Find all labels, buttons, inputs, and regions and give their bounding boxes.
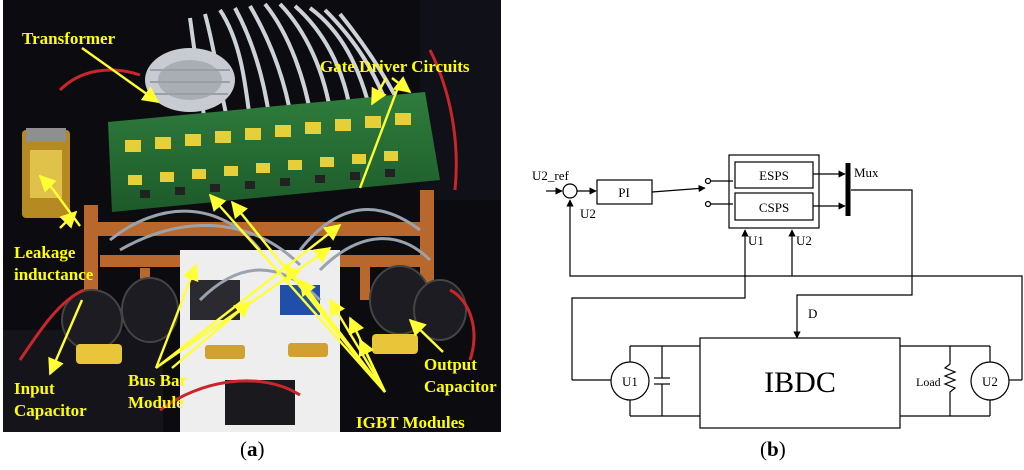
pi-output-arrow bbox=[651, 184, 706, 193]
electrolytic-capacitors bbox=[61, 265, 467, 351]
u2-input-label: U2 bbox=[796, 233, 812, 248]
label-gate-driver: Gate Driver Circuits bbox=[320, 57, 470, 76]
label-output-cap-1: Output bbox=[424, 355, 477, 374]
source-u2-label: U2 bbox=[982, 374, 998, 389]
csps-label: CSPS bbox=[759, 200, 789, 215]
label-busbar-1: Bus Bar bbox=[128, 371, 187, 390]
d-signal-path bbox=[793, 189, 913, 339]
label-transformer: Transformer bbox=[22, 29, 116, 48]
esps-block bbox=[734, 161, 814, 189]
ibdc-label: IBDC bbox=[764, 366, 836, 399]
pi-label: PI bbox=[618, 185, 630, 200]
label-input-cap-1: Input bbox=[14, 379, 55, 398]
photo-labels: Transformer Gate Driver Circuits Leakage… bbox=[14, 29, 497, 432]
u1-signal-path bbox=[571, 229, 749, 380]
transformer-part bbox=[145, 48, 235, 112]
esps-label: ESPS bbox=[759, 168, 789, 183]
u2-feedback-path bbox=[566, 199, 1023, 380]
annotation-arrows bbox=[38, 47, 444, 393]
gate-driver-pcb bbox=[108, 92, 440, 212]
load-label: Load bbox=[916, 375, 941, 389]
source-u1-label: U1 bbox=[622, 374, 638, 389]
label-leakage-1: Leakage bbox=[14, 243, 76, 262]
red-wires bbox=[18, 49, 476, 412]
caption-a-open: ( bbox=[240, 437, 247, 461]
label-leakage-2: inductance bbox=[14, 265, 94, 284]
ibdc-block bbox=[699, 337, 901, 429]
modulation-box bbox=[728, 154, 820, 229]
label-igbt: IGBT Modules bbox=[356, 413, 465, 432]
caption-a-close: ) bbox=[257, 437, 265, 461]
summing-junction bbox=[562, 183, 578, 199]
label-u2-ref: U2_ref bbox=[532, 168, 569, 183]
label-busbar-2: Module bbox=[128, 393, 184, 412]
mux-label: Mux bbox=[854, 165, 879, 180]
caption-b-close: ) bbox=[778, 437, 786, 461]
hardware-photo: Transformer Gate Driver Circuits Leakage… bbox=[3, 0, 501, 432]
caption-b: (b) bbox=[760, 437, 786, 462]
control-diagram: U2_ref U2 PI ESPS CSPS Mux D U1 U2 bbox=[532, 154, 1023, 429]
caption-b-letter: b bbox=[767, 437, 779, 461]
label-output-cap-2: Capacitor bbox=[424, 377, 497, 396]
caption-a-letter: a bbox=[247, 437, 258, 461]
load-resistor bbox=[943, 346, 957, 416]
switch-contact-csps bbox=[704, 200, 712, 208]
label-u2-feedback: U2 bbox=[580, 206, 596, 221]
label-input-cap-2: Capacitor bbox=[14, 401, 87, 420]
film-capacitors bbox=[76, 334, 418, 364]
switch-contact-esps bbox=[704, 177, 712, 185]
caption-a: (a) bbox=[240, 437, 265, 462]
u1-input-label: U1 bbox=[748, 233, 764, 248]
d-label: D bbox=[808, 306, 817, 321]
caption-b-open: ( bbox=[760, 437, 767, 461]
